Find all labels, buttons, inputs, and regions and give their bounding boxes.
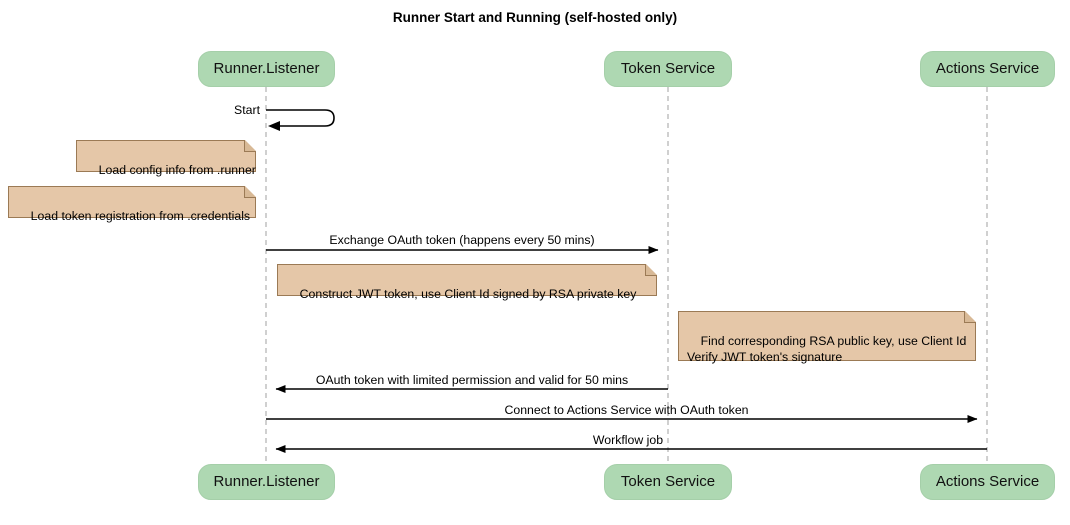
note-load-config: Load config info from .runner [76, 139, 256, 177]
message-label-exchange-oauth-token: Exchange OAuth token (happens every 50 m… [329, 233, 595, 247]
note-fold-corner-icon [645, 263, 657, 276]
note-fold-corner-icon [964, 310, 976, 323]
participant-actions-service-bottom[interactable]: Actions Service [920, 464, 1055, 500]
note-construct-jwt-token: Construct JWT token, use Client Id signe… [277, 263, 657, 301]
participant-runner-listener-bottom[interactable]: Runner.Listener [198, 464, 335, 500]
participant-token-service-top[interactable]: Token Service [604, 51, 732, 87]
note-load-config-text: Load config info from .runner [98, 163, 256, 177]
note-load-token-registration: Load token registration from .credential… [8, 185, 256, 223]
note-fold-corner-icon [244, 139, 256, 152]
note-construct-jwt-token-text: Construct JWT token, use Client Id signe… [299, 287, 637, 301]
participant-actions-service-top[interactable]: Actions Service [920, 51, 1055, 87]
note-verify-jwt-token-text: Find corresponding RSA public key, use C… [687, 334, 967, 364]
diagram-title: Runner Start and Running (self-hosted on… [392, 10, 678, 25]
participant-token-service-bottom[interactable]: Token Service [604, 464, 732, 500]
message-label-workflow-job: Workflow job [592, 433, 664, 447]
message-label-start: Start [234, 103, 260, 117]
participant-runner-listener-top[interactable]: Runner.Listener [198, 51, 335, 87]
message-label-oauth-token-response: OAuth token with limited permission and … [315, 373, 629, 387]
note-fold-corner-icon [244, 185, 256, 198]
message-arrow-start [266, 109, 335, 131]
message-label-connect-actions-service: Connect to Actions Service with OAuth to… [504, 403, 749, 417]
note-load-token-registration-text: Load token registration from .credential… [30, 209, 251, 223]
note-verify-jwt-token: Find corresponding RSA public key, use C… [678, 310, 976, 364]
